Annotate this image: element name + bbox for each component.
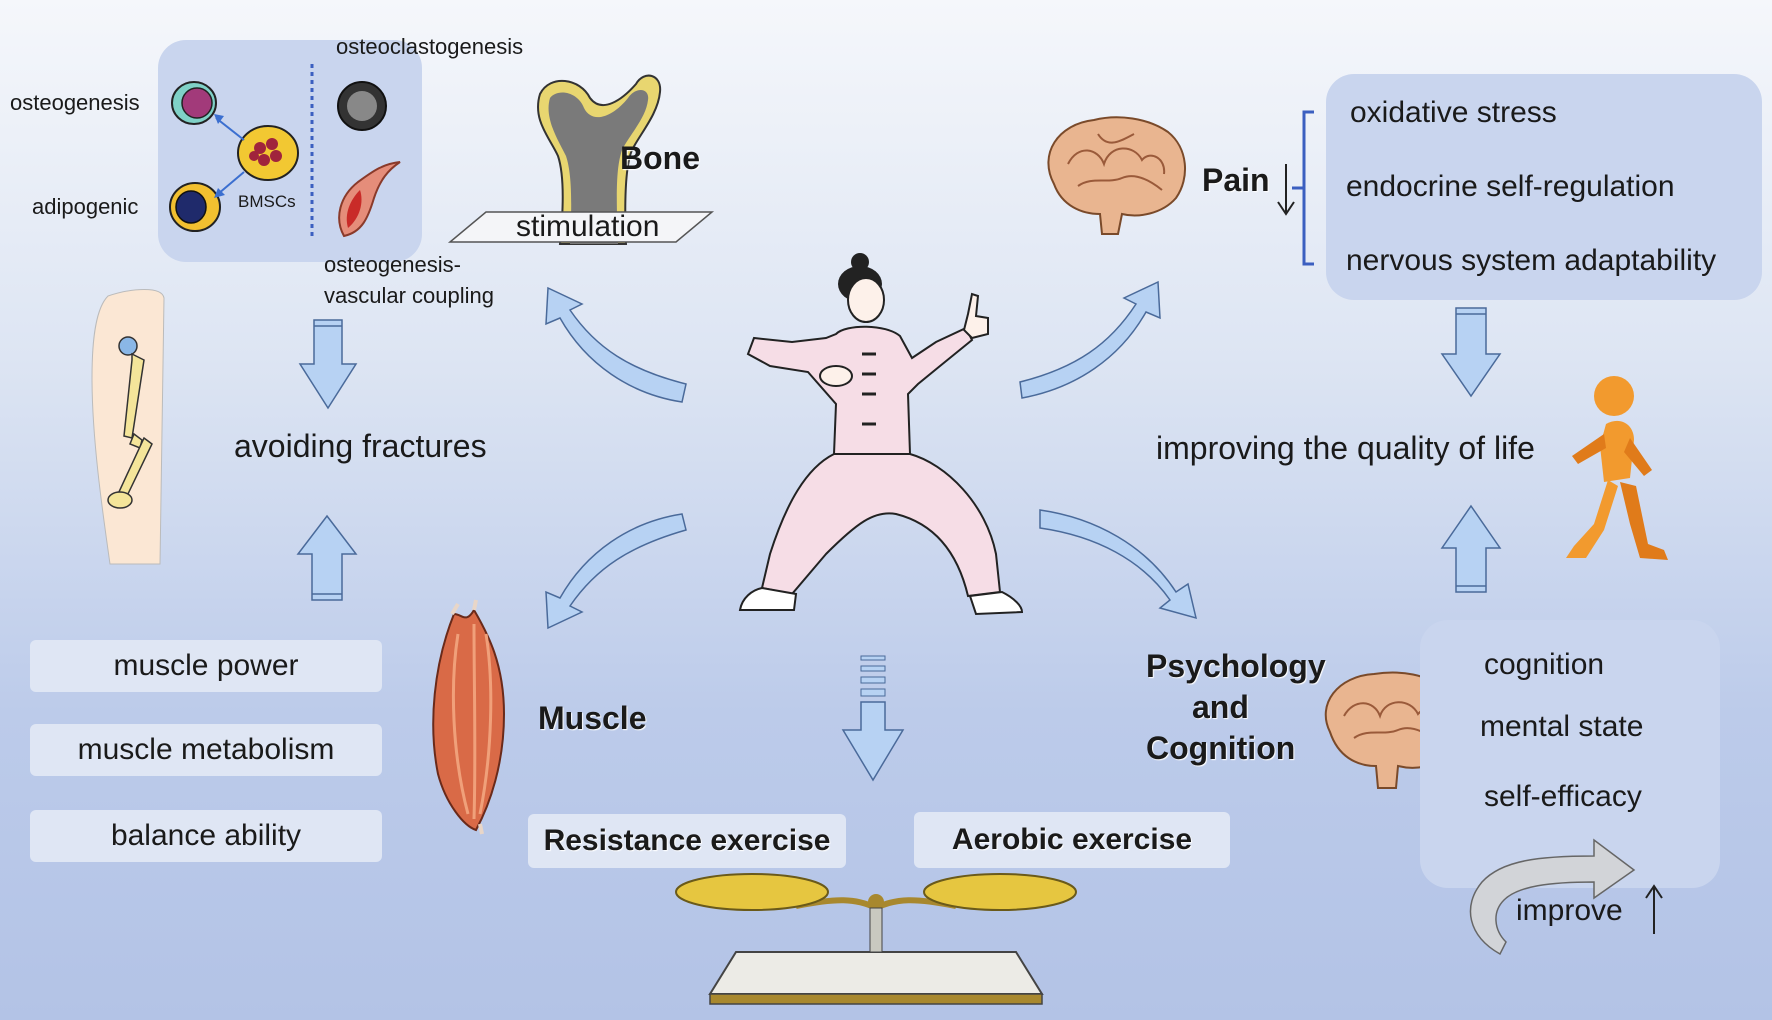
curved-arrow-to-bone [545, 286, 687, 403]
osteoclastogenesis-label: osteoclastogenesis [336, 34, 524, 59]
bmscs-label: BMSCs [238, 192, 296, 211]
curved-arrow-to-muscle [545, 513, 687, 630]
blood-vessel-icon [338, 161, 401, 238]
fractured-leg-icon [91, 289, 165, 565]
psychology-title-line1: Psychology [1146, 648, 1326, 684]
brain-pain-icon [1047, 116, 1187, 235]
pain-bracket [1292, 110, 1314, 266]
pain-factor-nervous: nervous system adaptability [1346, 244, 1717, 277]
aerobic-exercise-label: Aerobic exercise [951, 823, 1193, 856]
quality-of-life-label: improving the quality of life [1156, 430, 1535, 466]
femur-bone-icon [537, 74, 662, 245]
psychology-item-self-efficacy: self-efficacy [1484, 780, 1642, 813]
avoiding-fractures-label: avoiding fractures [234, 428, 487, 464]
psychology-title-line3: Cognition [1146, 730, 1296, 766]
panel-divider [310, 64, 314, 240]
stimulation-plate [447, 211, 715, 243]
psychology-title-line2: and [1192, 689, 1249, 725]
up-block-arrow-right [1440, 504, 1502, 593]
improve-up-arrow-icon [1645, 884, 1663, 934]
curved-arrow-to-pain [1019, 280, 1161, 399]
differentiation-arrows [214, 114, 245, 198]
stimulation-label: stimulation [516, 210, 660, 243]
down-block-arrow-right [1440, 307, 1502, 398]
resistance-exercise-label: Resistance exercise [543, 824, 831, 857]
down-dashed-arrow-center [841, 655, 905, 782]
bone-title: Bone [620, 140, 700, 176]
aerobic-exercise-box: Aerobic exercise [914, 812, 1230, 868]
adipocyte-cell-icon [169, 182, 221, 232]
pain-factors-panel [1326, 74, 1762, 300]
pain-title: Pain [1202, 162, 1270, 198]
coupling-label-line2: vascular coupling [324, 283, 494, 308]
down-block-arrow-left [298, 319, 358, 410]
muscle-item-label: muscle power [113, 649, 299, 682]
curved-arrow-to-psychology [1039, 509, 1198, 620]
tai-chi-figure [738, 253, 1024, 616]
muscle-item-power: muscle power [30, 640, 382, 692]
muscle-icon [432, 599, 506, 835]
up-block-arrow-left [296, 514, 358, 601]
balance-scale-icon [675, 873, 1077, 1005]
osteoblast-cell-icon [171, 81, 217, 125]
improve-label: improve [1516, 894, 1623, 927]
walking-person-icon [1566, 376, 1668, 560]
resistance-exercise-box: Resistance exercise [528, 814, 846, 868]
muscle-item-metabolism: muscle metabolism [30, 724, 382, 776]
psychology-item-mental-state: mental state [1480, 710, 1644, 743]
adipogenic-label: adipogenic [32, 194, 139, 219]
psychology-item-cognition: cognition [1484, 648, 1605, 681]
muscle-item-label: balance ability [110, 819, 302, 852]
pain-factor-endocrine: endocrine self-regulation [1346, 170, 1675, 203]
coupling-label-line1: osteogenesis- [324, 252, 461, 277]
osteoclast-cell-icon [337, 81, 387, 131]
psychology-factors-panel [1420, 620, 1720, 888]
pain-down-arrow-icon [1277, 164, 1295, 216]
improve-curved-arrow-icon [1469, 838, 1636, 956]
muscle-item-label: muscle metabolism [77, 733, 335, 766]
muscle-item-balance: balance ability [30, 810, 382, 862]
osteogenesis-label: osteogenesis [10, 90, 140, 115]
pain-factor-oxidative: oxidative stress [1350, 96, 1557, 129]
bmsc-cell-icon [237, 125, 299, 181]
muscle-title: Muscle [538, 700, 647, 736]
